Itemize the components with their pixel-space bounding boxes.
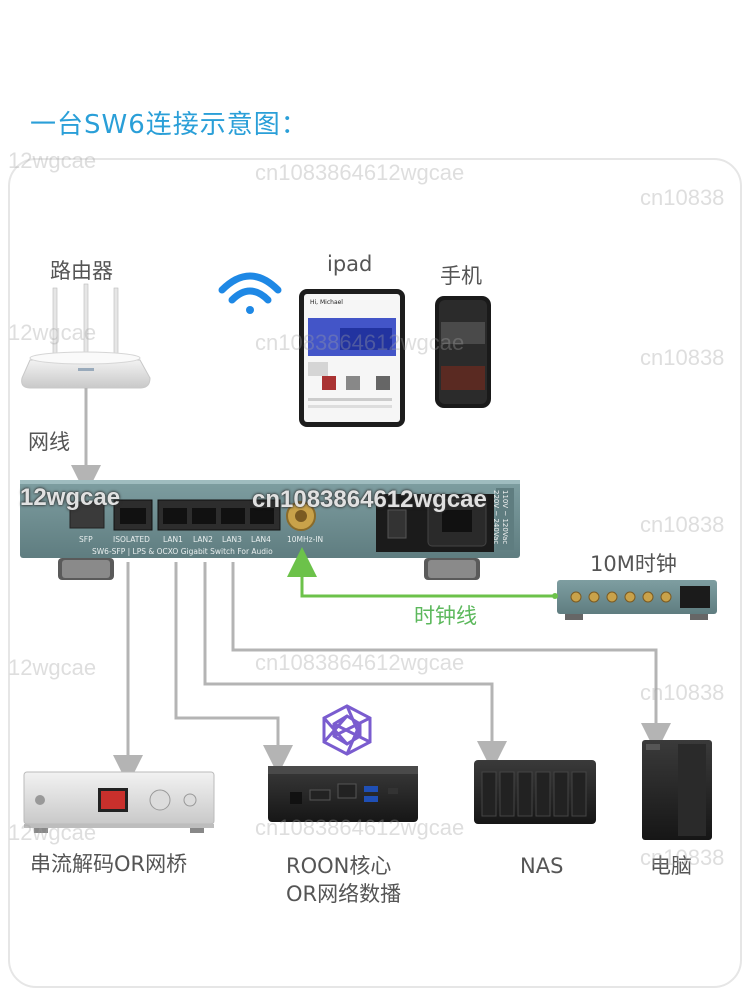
phone-image: [435, 296, 491, 408]
clock-label: 10M时钟: [590, 552, 677, 576]
pc-tower-image: [642, 740, 712, 840]
port-label-sfp: SFP: [79, 535, 93, 544]
nas-image: [474, 760, 596, 824]
ipad-label: ipad: [327, 252, 373, 276]
cable-label: 网线: [28, 430, 70, 454]
dac-label: 串流解码OR网桥: [30, 852, 188, 876]
router-label: 路由器: [50, 259, 113, 283]
clock-cable-label: 时钟线: [414, 604, 477, 628]
clock-device-image: [557, 580, 717, 620]
port-label-lan2: LAN2: [193, 535, 213, 544]
voltage-label-2: 220V ~ 240Vac: [492, 490, 500, 544]
switch-model-line: SW6-SFP | LPS & OCXO Gigabit Switch For …: [92, 547, 273, 556]
nas-label: NAS: [520, 854, 564, 878]
roon-label-line2: OR网络数播: [286, 882, 402, 906]
port-label-lan4: LAN4: [251, 535, 271, 544]
ipad-image: [299, 289, 405, 427]
wifi-icon: [218, 272, 282, 314]
voltage-label-1: 110V ~ 120Vac: [501, 490, 509, 544]
page-title: 一台SW6连接示意图：: [30, 110, 308, 140]
roon-core-image: [268, 766, 418, 822]
phone-label: 手机: [440, 264, 482, 288]
port-label-isolated: ISOLATED: [113, 535, 150, 544]
diagram-frame: [8, 158, 742, 988]
router-image: [21, 283, 151, 389]
dac-image: [23, 771, 215, 833]
roon-logo-icon: [322, 704, 372, 756]
switch-image: [20, 480, 520, 580]
port-label-lan3: LAN3: [222, 535, 242, 544]
ipad-greeting: Hi, Michael: [310, 299, 343, 306]
port-label-10mhz: 10MHz-IN: [287, 535, 323, 544]
roon-label-line1: ROON核心: [286, 854, 392, 878]
port-label-lan1: LAN1: [163, 535, 183, 544]
pc-label: 电脑: [650, 854, 692, 878]
